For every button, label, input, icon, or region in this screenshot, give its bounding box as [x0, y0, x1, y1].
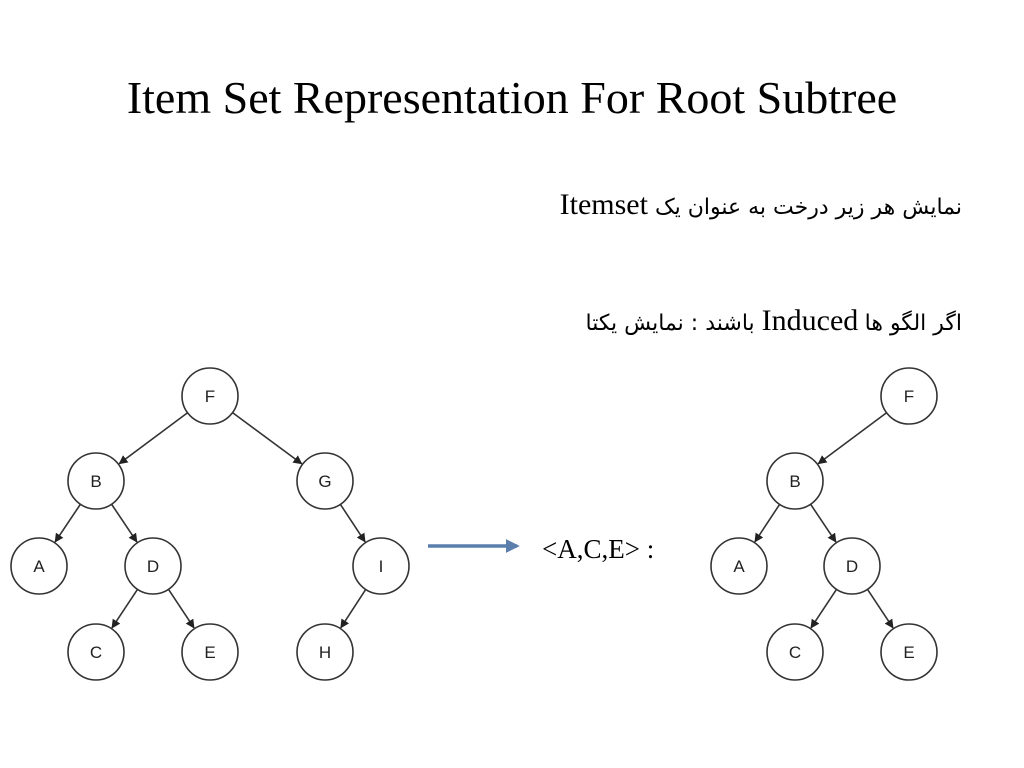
bullet-induced-persian-end: باشند : نمایش یکتا	[585, 311, 755, 336]
bullet-itemset: نمایش هر زیر درخت به عنوان یک Itemset	[560, 188, 962, 225]
node-label: H	[319, 643, 331, 662]
node-circle	[352, 537, 410, 595]
node-c: C	[766, 623, 824, 681]
node-c: C	[67, 623, 125, 681]
node-circle	[296, 452, 354, 510]
edge-d-c	[810, 588, 838, 629]
node-circle	[124, 537, 182, 595]
edge-f-b	[817, 412, 888, 465]
node-d: D	[823, 537, 881, 595]
node-b: B	[67, 452, 125, 510]
edge-b-d	[809, 503, 837, 543]
node-label: D	[147, 557, 159, 576]
node-label: A	[33, 557, 45, 576]
edge-d-c	[111, 588, 139, 629]
node-e: E	[880, 623, 938, 681]
node-g: G	[296, 452, 354, 510]
bullet-itemset-latin: Itemset	[559, 188, 648, 221]
node-label: F	[904, 387, 914, 406]
edge-d-e	[167, 588, 195, 629]
node-a: A	[10, 537, 68, 595]
node-f: F	[880, 367, 938, 425]
node-f: F	[181, 367, 239, 425]
node-circle	[710, 537, 768, 595]
node-label: F	[205, 387, 215, 406]
node-i: I	[352, 537, 410, 595]
node-label: B	[789, 472, 800, 491]
node-label: B	[90, 472, 101, 491]
node-circle	[823, 537, 881, 595]
slide-title: Item Set Representation For Root Subtree	[126, 72, 898, 123]
edge-b-d	[110, 503, 138, 543]
bullet-induced-persian-start: اگر الگو ها	[864, 311, 962, 336]
node-circle	[67, 452, 125, 510]
node-e: E	[181, 623, 239, 681]
node-label: E	[903, 643, 914, 662]
bullet-induced-latin: Induced	[761, 304, 859, 337]
edge-f-g	[232, 411, 303, 465]
bullet-itemset-persian: نمایش هر زیر درخت به عنوان یک	[654, 195, 962, 220]
node-a: A	[710, 537, 768, 595]
node-circle	[10, 537, 68, 595]
node-circle	[181, 367, 239, 425]
bullet-induced: اگر الگو ها Induced باشند : نمایش یکتا	[585, 304, 962, 341]
node-circle	[296, 623, 354, 681]
edge-g-i	[339, 503, 366, 543]
edge-f-b	[118, 412, 189, 465]
node-h: H	[296, 623, 354, 681]
edge-b-a	[754, 503, 781, 543]
node-circle	[766, 623, 824, 681]
node-label: G	[318, 472, 331, 491]
node-circle	[181, 623, 239, 681]
node-circle	[880, 367, 938, 425]
node-label: C	[789, 643, 801, 662]
left-tree: F B G A D I C E H	[10, 367, 410, 681]
node-label: A	[733, 557, 745, 576]
edge-i-h	[340, 589, 367, 629]
node-label: I	[379, 557, 384, 576]
node-label: D	[846, 557, 858, 576]
right-tree: F B A D C E	[710, 367, 938, 681]
node-circle	[766, 452, 824, 510]
node-b: B	[766, 452, 824, 510]
edge-d-e	[866, 588, 894, 629]
node-circle	[880, 623, 938, 681]
edge-b-a	[54, 503, 82, 543]
node-label: C	[90, 643, 102, 662]
node-label: E	[204, 643, 215, 662]
node-d: D	[124, 537, 182, 595]
itemset-result: <A,C,E> :	[542, 534, 655, 564]
node-circle	[67, 623, 125, 681]
